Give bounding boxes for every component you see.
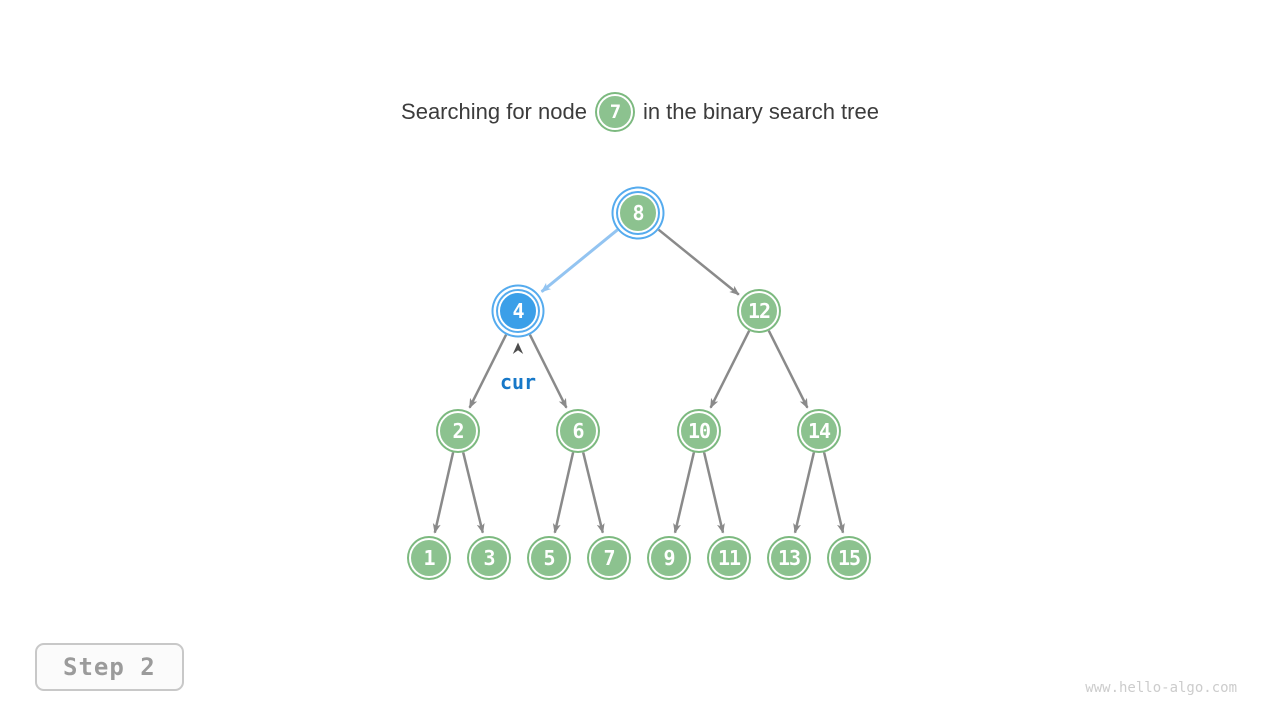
cur-label: cur <box>499 370 537 394</box>
tree-node-5: 5 <box>529 538 569 578</box>
title-target-node-value: 7 <box>609 101 621 123</box>
tree-node-12: 12 <box>739 291 779 331</box>
title-prefix: Searching for node <box>401 99 587 124</box>
title-target-node: 7 <box>596 94 633 130</box>
tree-edge-6-7 <box>581 452 605 534</box>
tree-node-13: 13 <box>769 538 809 578</box>
tree-node-7: 7 <box>589 538 629 578</box>
tree-node-15: 15 <box>829 538 869 578</box>
tree-edge-2-1 <box>432 452 455 534</box>
title-suffix: in the binary search tree <box>642 99 879 124</box>
tree-edge-6-5 <box>552 452 575 534</box>
tree-edge-8-12 <box>657 228 740 296</box>
tree-edge-10-9 <box>673 452 696 534</box>
tree-edge-14-13 <box>793 452 816 534</box>
tree-edge-12-14 <box>767 330 809 409</box>
tree-edge-14-15 <box>822 452 845 534</box>
tree-edge-12-10 <box>709 330 751 409</box>
tree-node-9: 9 <box>649 538 689 578</box>
tree-node-14: 14 <box>799 411 839 451</box>
tree-node-2: 2 <box>438 411 478 451</box>
watermark: www.hello-algo.com <box>1085 680 1237 696</box>
tree-node-10: 10 <box>679 411 719 451</box>
cur-arrow-icon <box>512 342 524 354</box>
tree-edge-10-11 <box>702 452 725 534</box>
tree-edge-2-3 <box>461 452 485 534</box>
cur-pointer: cur <box>488 342 548 394</box>
tree-edge-8-4 <box>540 228 619 293</box>
step-badge: Step 2 <box>35 643 184 691</box>
tree-node-8: 8 <box>618 193 658 233</box>
tree-node-11: 11 <box>709 538 749 578</box>
tree-node-4: 4 <box>498 291 538 331</box>
diagram-title: Searching for node 7 in the binary searc… <box>0 90 1280 134</box>
tree-node-1: 1 <box>409 538 449 578</box>
tree-node-3: 3 <box>469 538 509 578</box>
tree-node-6: 6 <box>558 411 598 451</box>
